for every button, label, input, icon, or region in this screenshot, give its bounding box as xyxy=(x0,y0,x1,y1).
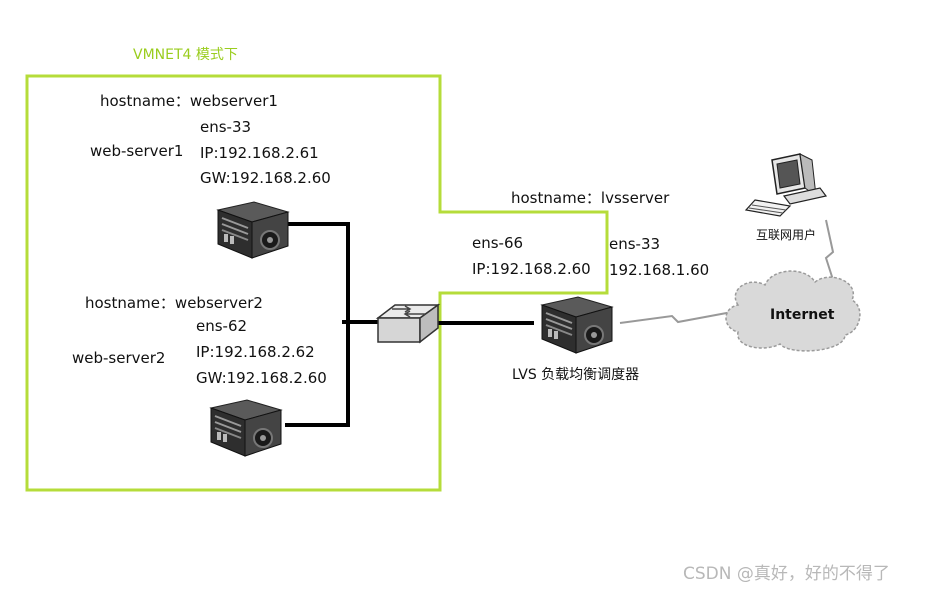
lvs-outer-iface: ens-33 xyxy=(609,235,661,253)
web2-ip: IP:192.168.2.62 xyxy=(196,343,315,361)
zone-label: VMNET4 模式下 xyxy=(133,47,238,63)
computer-icon xyxy=(744,153,828,217)
web2-hostname: hostname：webserver2 xyxy=(85,294,263,312)
switch-icon xyxy=(375,303,441,344)
vmnet4-zone-border xyxy=(25,74,609,492)
server-icon-web1 xyxy=(217,201,289,259)
web1-ip: IP:192.168.2.61 xyxy=(200,144,319,162)
web2-name: web-server2 xyxy=(72,349,166,367)
lvs-caption: LVS 负载均衡调度器 xyxy=(512,367,640,383)
wan-link-lvs-internet xyxy=(619,311,733,324)
web2-gateway: GW:192.168.2.60 xyxy=(196,369,327,387)
cloud-icon xyxy=(725,270,861,352)
web1-name: web-server1 xyxy=(90,142,184,160)
network-links xyxy=(285,222,534,427)
web1-gateway: GW:192.168.2.60 xyxy=(200,169,331,187)
lvs-inner-iface: ens-66 xyxy=(472,234,524,252)
server-icon-web2 xyxy=(210,399,282,457)
wan-link-internet-user xyxy=(824,219,836,287)
server-icon-lvs xyxy=(541,296,613,354)
lvs-hostname: hostname：lvsserver xyxy=(511,189,670,207)
lvs-outer-ip: 192.168.1.60 xyxy=(609,261,710,279)
web1-hostname: hostname：webserver1 xyxy=(100,92,278,110)
link-web1-switch xyxy=(285,222,350,427)
watermark: CSDN @真好，好的不得了 xyxy=(683,564,890,584)
lvs-inner-ip: IP:192.168.2.60 xyxy=(472,260,591,278)
user-label: 互联网用户 xyxy=(756,228,817,242)
web1-iface: ens-33 xyxy=(200,118,252,136)
web2-iface: ens-62 xyxy=(196,317,248,335)
internet-label: Internet xyxy=(770,307,835,323)
